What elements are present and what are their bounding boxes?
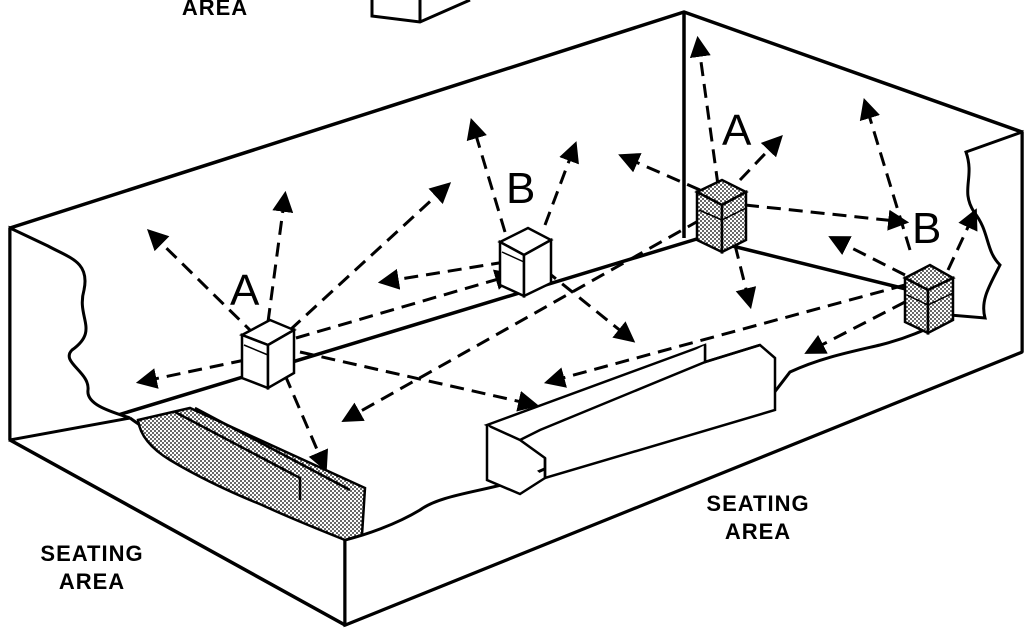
speaker-a-right-label: A — [722, 106, 753, 155]
top-area-label: AREA — [181, 0, 249, 20]
speaker-a-right — [694, 178, 749, 255]
speaker-b-mid — [497, 226, 554, 298]
seating-area-right-label-line2: AREA — [724, 519, 792, 544]
speaker-a-left-label: A — [230, 266, 261, 315]
sound-arrows — [135, 35, 978, 472]
seating-area-left-label-line1: SEATING — [40, 541, 144, 566]
adjacent-room-box — [370, 0, 471, 24]
speaker-b-mid-label: B — [506, 164, 537, 213]
speaker-b-right-label: B — [912, 204, 943, 253]
seating-right — [483, 343, 777, 496]
seating-area-left-label-line2: AREA — [58, 569, 126, 594]
seating-area-right-label-line1: SEATING — [706, 491, 810, 516]
seating-left — [136, 406, 367, 542]
speaker-a-left — [239, 318, 297, 391]
speaker-b-right — [902, 263, 956, 336]
